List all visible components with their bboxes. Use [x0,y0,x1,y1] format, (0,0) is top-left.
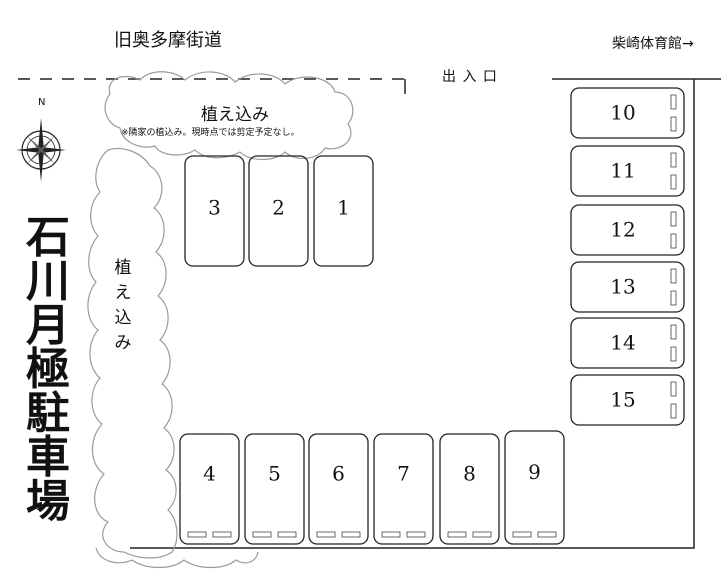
parking-stall-7: 7 [373,433,434,545]
stall-number-label: 5 [268,462,281,486]
stall-outline [570,317,685,369]
wheel-stop [670,174,677,190]
compass-icon [16,118,66,182]
stall-outline [570,261,685,313]
stall-outline [570,87,685,139]
stall-outline [248,155,309,267]
stall-number-label: 8 [463,462,476,486]
planting-top-label: 植え込み [201,105,269,125]
planting-top [104,71,354,161]
stall-outline [439,433,500,545]
stall-outline [373,433,434,545]
wheel-stop [277,531,297,538]
wheel-stop [316,531,336,538]
parking-stall-10: 10 [570,87,685,139]
lot-title: 石川月極駐車場 [26,212,70,527]
stall-number-label: 3 [208,196,221,220]
parking-stall-11: 11 [570,145,685,197]
stall-number-label: 13 [610,275,635,299]
stall-outline [504,430,565,545]
stall-outline [570,145,685,197]
stall-number-label: 7 [397,462,410,486]
parking-stall-4: 4 [179,433,240,545]
stall-outline [179,433,240,545]
parking-stall-8: 8 [439,433,500,545]
stall-number-label: 6 [332,462,345,486]
wheel-stop [670,346,677,362]
stall-outline [570,204,685,256]
gym-direction-label: 柴崎体育館→ [612,36,694,52]
stall-outline [308,433,369,545]
stall-outline [244,433,305,545]
planting-left-label: 植え込み [114,258,132,353]
parking-stall-3: 3 [184,155,245,267]
wheel-stop [670,233,677,249]
stall-number-label: 4 [203,462,216,486]
stall-number-label: 11 [610,159,635,183]
wheel-stop [670,324,677,340]
wheel-stop [670,268,677,284]
wheel-stop [212,531,232,538]
wheel-stop [670,211,677,227]
wheel-stop [447,531,467,538]
wheel-stop [670,403,677,419]
stall-number-label: 10 [610,101,635,125]
wheel-stop [537,531,557,538]
stall-outline [184,155,245,267]
parking-stall-15: 15 [570,374,685,426]
parking-stall-1: 1 [313,155,374,267]
stall-number-label: 12 [610,218,635,242]
wheel-stop [512,531,532,538]
wheel-stop [341,531,361,538]
stall-number-label: 15 [610,388,635,412]
lot-boundary-right [130,79,695,549]
planting-bottom [95,547,259,569]
wheel-stop [406,531,426,538]
parking-stall-12: 12 [570,204,685,256]
wheel-stop [670,290,677,306]
parking-stall-13: 13 [570,261,685,313]
entrance-label: 出 入 口 [442,69,498,85]
compass-north-label: N [38,97,46,108]
stall-outline [313,155,374,267]
parking-stall-5: 5 [244,433,305,545]
stall-number-label: 9 [528,460,541,484]
wheel-stop [252,531,272,538]
wheel-stop [670,381,677,397]
wheel-stop [670,94,677,110]
stall-outline [570,374,685,426]
parking-stall-9: 9 [504,430,565,545]
wheel-stop [472,531,492,538]
parking-stall-6: 6 [308,433,369,545]
stall-number-label: 1 [337,196,350,220]
stall-number-label: 2 [272,196,285,220]
parking-stall-14: 14 [570,317,685,369]
planting-top-note: ※隣家の植込み。現時点では剪定予定なし。 [121,128,300,138]
wheel-stop [381,531,401,538]
road-label: 旧奥多摩街道 [114,30,222,51]
parking-stall-2: 2 [248,155,309,267]
wheel-stop [187,531,207,538]
stall-number-label: 14 [610,331,635,355]
wheel-stop [670,116,677,132]
wheel-stop [670,152,677,168]
planting-left [87,147,178,559]
